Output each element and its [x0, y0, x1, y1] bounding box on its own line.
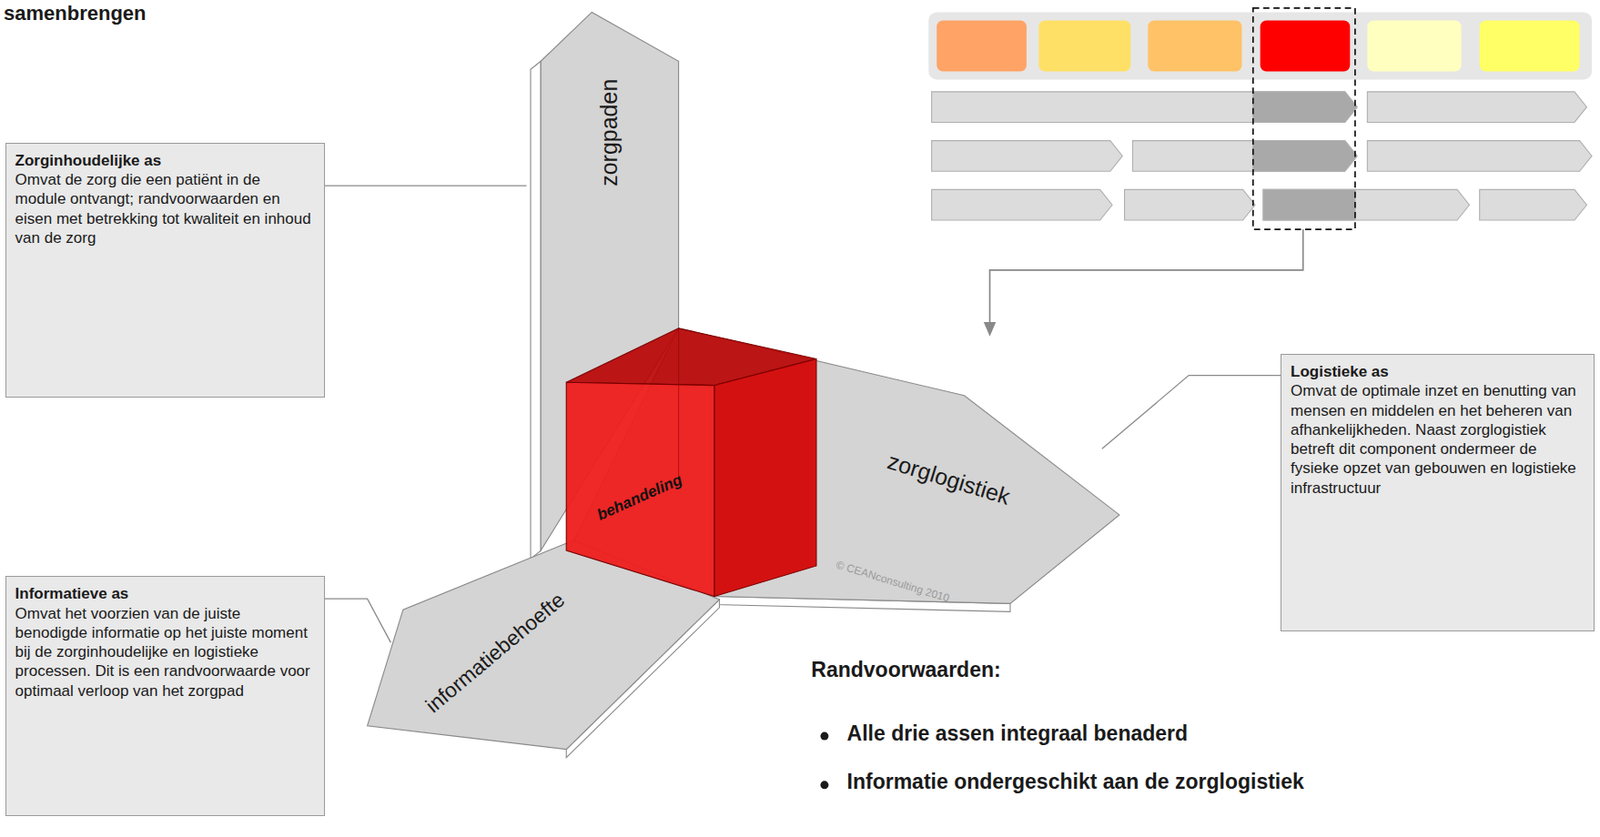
process-chevron	[1124, 189, 1256, 221]
note-heading: Randvoorwaarden:	[810, 658, 1001, 683]
node-body: Omvat het voorzien van de juiste benodig…	[15, 604, 315, 701]
node-heading: Informatieve as	[15, 584, 315, 604]
axis-callout: Zorginhoudelijke asOmvat de zorg die een…	[5, 142, 325, 398]
process-chevron	[1253, 91, 1357, 123]
phase-block	[1260, 20, 1351, 71]
note-bullet: Informatie ondergeschikt aan de zorglogi…	[847, 769, 1305, 795]
process-chevron	[1253, 141, 1357, 173]
process-chevron	[1367, 141, 1592, 173]
node-heading: Zorginhoudelijke as	[15, 151, 315, 171]
node-body: Omvat de optimale inzet en benutting van…	[1290, 381, 1585, 498]
bullet	[820, 732, 829, 741]
axis-callout: Informatieve asOmvat het voorzien van de…	[5, 576, 325, 816]
process-chevron	[1133, 141, 1358, 173]
node-heading: Logistieke as	[1290, 362, 1585, 382]
focus-frame	[1253, 8, 1356, 230]
node-heading: informatiebehoefte	[421, 588, 569, 719]
process-chevron	[1263, 189, 1469, 221]
leader-line	[324, 598, 392, 643]
leader-line	[1102, 375, 1281, 450]
process-chevron	[931, 141, 1124, 173]
phase-block	[1367, 20, 1461, 71]
node-body: Omvat de zorg die een patiënt in de modu…	[15, 170, 315, 248]
cube-side	[714, 358, 817, 597]
axis-label: zorgpaden	[597, 79, 624, 187]
process-chevron	[1479, 189, 1588, 221]
diagram-title: samenbrengen	[3, 1, 147, 26]
process-chevron	[931, 189, 1113, 221]
phase-block	[1147, 20, 1242, 71]
process-chevron	[1367, 91, 1587, 123]
process-chevron	[1263, 189, 1356, 221]
axis-callout: Logistieke asOmvat de optimale inzet en …	[1280, 354, 1595, 632]
wall-edge	[530, 60, 541, 559]
phase-block	[1038, 20, 1131, 71]
leader-line	[324, 184, 527, 186]
process-chevrons	[931, 91, 1592, 221]
node-heading: zorglogistiek	[884, 448, 1013, 510]
focus-arrow	[990, 229, 1304, 325]
treatment-cube: behandeling	[594, 471, 685, 525]
cube-hidden-edge	[678, 328, 679, 480]
cube-front	[566, 382, 715, 597]
phase-block	[1479, 20, 1580, 71]
note-bullet: Alle drie assen integraal benaderd	[847, 721, 1189, 747]
phase-block	[936, 20, 1027, 71]
axis-label: zorglogistiek	[884, 448, 1013, 510]
node-heading: behandeling	[594, 471, 685, 525]
phase-bar	[928, 11, 1592, 80]
process-chevron	[931, 91, 1358, 123]
arrow-head	[983, 322, 996, 337]
node-heading: zorgpaden	[597, 79, 624, 187]
bullet	[820, 780, 829, 790]
axis-label: informatiebehoefte	[421, 588, 569, 719]
